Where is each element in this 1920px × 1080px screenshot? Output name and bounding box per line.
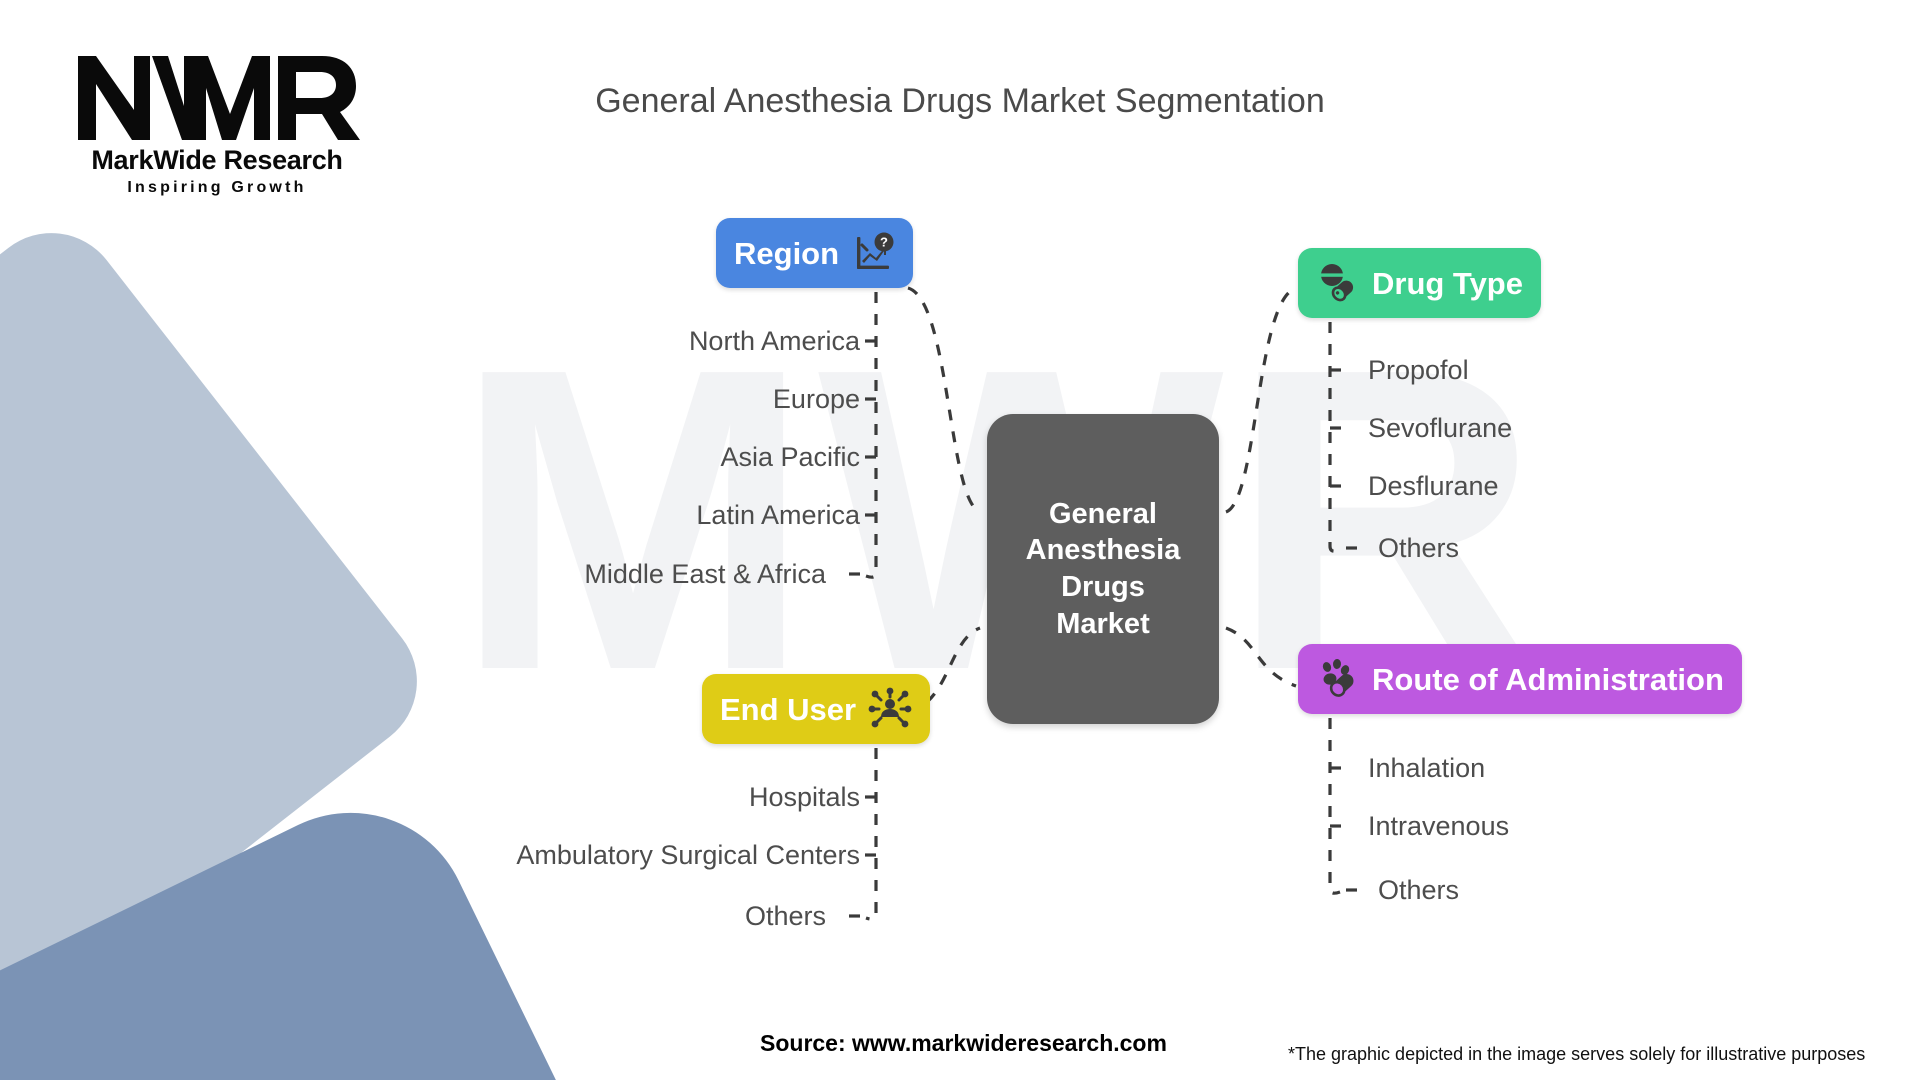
user-network-icon [868,687,912,731]
svg-text:?: ? [880,235,888,250]
branch-label-region: Region [734,235,840,271]
leaf-region-4: Middle East & Africa [584,559,826,589]
leaf-route-0: Inhalation [1368,753,1486,783]
leaf-end-user-2: Others [744,901,826,931]
brand-logo: MarkWide Research Inspiring Growth [72,48,362,197]
leaf-route-1: Intravenous [1368,811,1510,841]
chart-question-icon: ? [851,231,895,275]
connector-drugtype-spine [1328,322,1341,553]
leaf-region-1: Europe [772,384,860,414]
leaf-end-user-1: Ambulatory Surgical Centers [516,840,860,870]
source-text: Source: www.markwideresearch.com [760,1030,1167,1056]
connector-center-to-drugtype [1225,286,1297,514]
capsule-pills-icon [1316,657,1360,701]
leaf-drug-type-0: Propofol [1368,355,1469,385]
leaf-drug-type-2: Desflurane [1368,471,1499,501]
branch-box-drug-type[interactable]: Drug Type [1298,248,1541,318]
leaf-route-2: Others [1378,875,1460,905]
center-node-label: General Anesthesia Drugs Market [1025,497,1181,640]
branch-label-route-of-administration: Route of Administration [1372,661,1724,697]
leaf-region-2: Asia Pacific [720,442,860,472]
connector-region-spine [865,292,878,579]
leaf-region-3: Latin America [696,500,860,530]
disclaimer-text: *The graphic depicted in the image serve… [1288,1044,1866,1064]
pill-tablet-icon [1316,261,1360,305]
center-node: General Anesthesia Drugs Market [987,414,1219,724]
branch-box-end-user[interactable]: End User [702,674,931,744]
logo-company-name: MarkWide Research [91,145,343,175]
connector-region-to-center [907,286,981,514]
mwr-monogram-icon [78,56,360,140]
branch-label-drug-type: Drug Type [1372,265,1523,301]
branch-box-route-of-administration[interactable]: Route of Administration [1298,644,1742,714]
branch-label-end-user: End User [720,691,857,727]
logo-tagline: Inspiring Growth [127,179,307,196]
connector-route-spine [1328,718,1341,895]
page-title: General Anesthesia Drugs Market Segmenta… [595,82,1325,120]
leaf-drug-type-1: Sevoflurane [1368,413,1513,443]
branch-box-region[interactable]: Region ? [716,218,914,288]
connector-center-to-route [1225,626,1297,688]
connector-enduser-spine [865,748,878,921]
leaf-region-0: North America [688,326,860,356]
leaf-end-user-0: Hospitals [748,782,860,812]
leaf-drug-type-3: Others [1378,533,1460,563]
